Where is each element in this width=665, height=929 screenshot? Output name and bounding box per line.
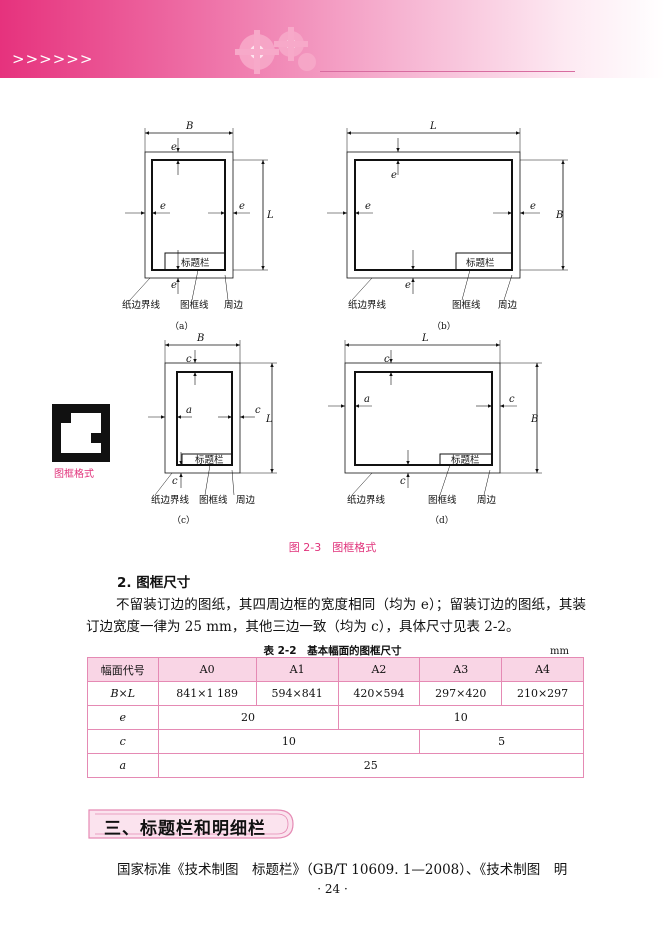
fig-b-e-right: e (530, 201, 536, 212)
gear-icon (235, 27, 316, 74)
fig-d-label-edge: 周边 (477, 495, 497, 506)
fig-d-side-dim: B (530, 414, 538, 425)
table-header-cell: A1 (255, 657, 339, 682)
fig-a-e-bottom: e (171, 280, 177, 291)
table-cell: 420×594 (337, 681, 421, 706)
fig-b-label-edge: 周边 (498, 300, 518, 311)
table-cell: 594×841 (255, 681, 339, 706)
fig-a-label-paper: 纸边界线 (122, 299, 161, 311)
table-unit: mm (550, 646, 569, 657)
fig-b-e-bottom: e (405, 280, 411, 291)
frame-size-table: 幅面代号 A0 A1 A2 A3 A4 B×L 841×1 189 594×84… (87, 657, 585, 778)
fig-c-c-bottom: c (172, 476, 178, 487)
table-cell: 5 (419, 729, 584, 754)
fig-a-e-right: e (239, 201, 245, 212)
table-header-cell: A0 (157, 657, 257, 682)
table-cell: 210×297 (501, 681, 584, 706)
fig-b-label-paper: 纸边界线 (348, 299, 387, 311)
fig-b-caption: （b） (432, 321, 456, 332)
chevron-decoration: >>>>>> (12, 50, 94, 68)
row-label: a (87, 753, 159, 778)
fig-c-a-left: a (186, 405, 192, 416)
fig-a-title-block: 标题栏 (181, 257, 210, 269)
fig-b-e-top: e (391, 170, 397, 181)
table-header-cell: A4 (501, 657, 584, 682)
fig-d-c-top: c (384, 354, 390, 365)
fig-a-top-dim: B (185, 121, 193, 132)
subsection-heading: 2. 图框尺寸 (117, 575, 191, 591)
table-row: c 10 5 (87, 729, 584, 754)
fig-c-caption: （c） (172, 515, 195, 526)
fig-b-title-block: 标题栏 (466, 257, 495, 269)
table-header-cell: A3 (419, 657, 503, 682)
fig-d-c-right: c (509, 394, 515, 405)
fig-d-a-left: a (364, 394, 370, 405)
fig-c-label-edge: 周边 (236, 495, 256, 506)
table-row: a 25 (87, 753, 584, 778)
fig-b-e-left: e (365, 201, 371, 212)
table-title: 表 2-2 基本幅面的图框尺寸 (263, 645, 402, 657)
body-paragraph: 不留装订边的图纸，其四周边框的宽度相同（均为 e）；留装订边的图纸，其装订边宽度… (86, 597, 586, 635)
table-cell: 10 (157, 729, 421, 754)
table-cell: 25 (157, 753, 584, 778)
figure-b (327, 128, 568, 301)
section-title: 三、标题栏和明细栏 (104, 819, 266, 839)
figure-c (148, 340, 277, 496)
fig-c-top-dim: B (196, 333, 204, 344)
row-label: c (87, 729, 159, 754)
table-header-cell: A2 (337, 657, 421, 682)
fig-a-label-frame: 图框线 (180, 299, 209, 311)
fig-b-top-dim: L (429, 121, 437, 132)
fig-d-label-frame: 图框线 (428, 494, 457, 506)
fig-a-e-top: e (171, 142, 177, 153)
page-number: · 24 · (317, 882, 348, 896)
table-cell: 297×420 (419, 681, 503, 706)
fig-d-label-paper: 纸边界线 (347, 494, 386, 506)
side-note-label: 图框格式 (54, 469, 94, 480)
fig-c-label-paper: 纸边界线 (151, 494, 190, 506)
row-label: B×L (87, 681, 159, 706)
table-header-cell: 幅面代号 (87, 657, 159, 682)
table-cell: 10 (337, 705, 585, 730)
section-title-badge (88, 809, 294, 839)
fig-c-title-block: 标题栏 (195, 454, 224, 466)
fig-c-c-top: c (186, 354, 192, 365)
table-cell: 841×1 189 (157, 681, 257, 706)
fig-a-caption: （a） (170, 321, 193, 332)
header-banner (0, 0, 665, 78)
frame-format-figures: B L e e e e 标题栏 纸边界线 图框线 周边 （a） (122, 121, 568, 526)
body-text-continued: 国家标准《技术制图 标题栏》（GB/T 10609. 1—2008）、《技术制图… (117, 862, 568, 878)
row-label: e (87, 705, 159, 730)
table-cell: 20 (157, 705, 339, 730)
fig-d-title-block: 标题栏 (451, 454, 480, 466)
table-header-row: 幅面代号 A0 A1 A2 A3 A4 (87, 657, 584, 682)
fig-a-label-edge: 周边 (224, 300, 244, 311)
table-row: e 20 10 (87, 705, 585, 730)
fig-c-label-frame: 图框线 (199, 494, 228, 506)
fig-b-side-dim: B (555, 210, 563, 221)
fig-a-e-left: e (160, 201, 166, 212)
fig-c-side-dim: L (265, 414, 273, 425)
frame-format-icon (52, 404, 110, 462)
fig-d-top-dim: L (421, 333, 429, 344)
fig-c-c-right: c (255, 405, 261, 416)
fig-b-label-frame: 图框线 (452, 299, 481, 311)
figure-caption: 图 2-3 图框格式 (288, 541, 377, 554)
fig-a-side-dim: L (266, 210, 274, 221)
figure-d (328, 340, 542, 496)
table-row: B×L 841×1 189 594×841 420×594 297×420 21… (87, 681, 584, 706)
figure-a (125, 128, 268, 301)
fig-d-caption: （d） (430, 515, 454, 526)
fig-d-c-bottom: c (400, 476, 406, 487)
header-rule (320, 71, 575, 72)
